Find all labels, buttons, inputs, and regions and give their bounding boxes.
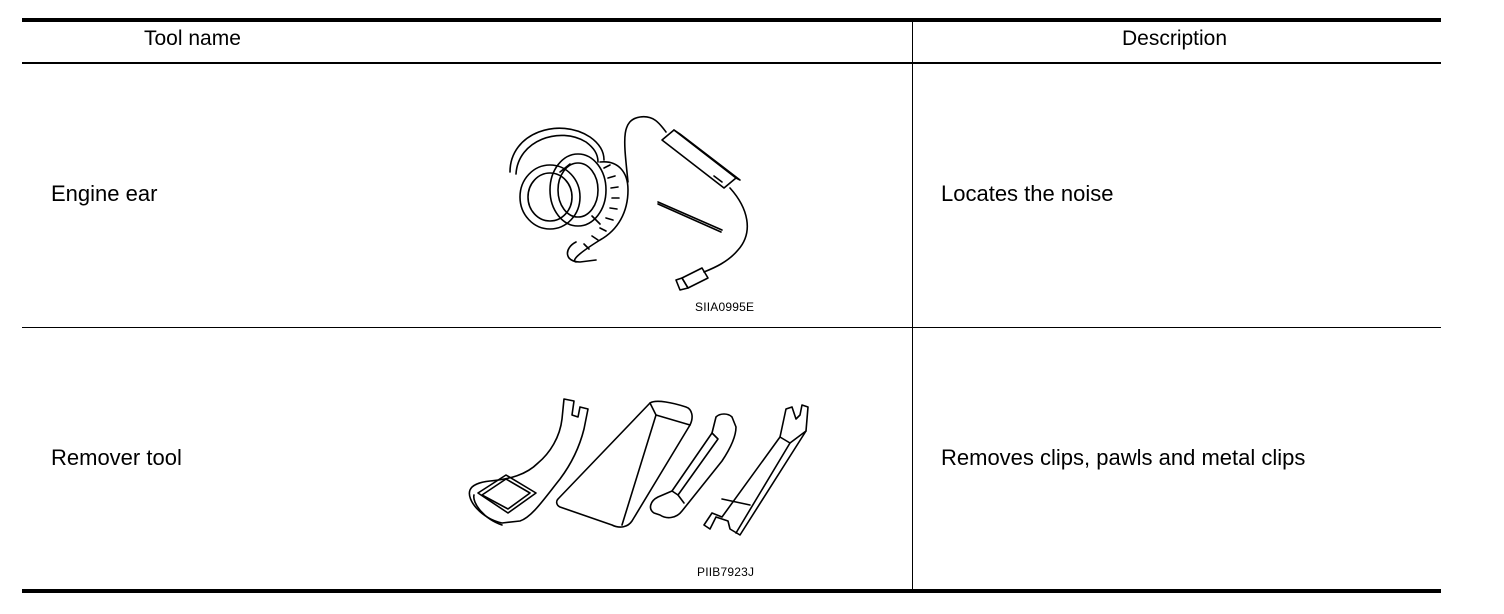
- column-divider: [912, 20, 913, 591]
- row-1-tool-name: Engine ear: [51, 181, 158, 206]
- table-top-border: [22, 18, 1441, 22]
- trim-remover-tools-icon: [468, 398, 809, 536]
- header-divider: [22, 62, 1441, 64]
- row-1-description: Locates the noise: [941, 181, 1114, 206]
- row-2-figure-code: PIIB7923J: [697, 565, 755, 579]
- headphones-stethoscope-icon: [509, 115, 748, 291]
- header-tool-name: Tool name: [144, 27, 241, 50]
- table-bottom-border: [22, 589, 1441, 593]
- row-1-figure-code: SIIA0995E: [695, 300, 755, 314]
- row-2-tool-name: Remover tool: [51, 445, 182, 470]
- row-2-description: Removes clips, pawls and metal clips: [941, 445, 1306, 470]
- row-divider: [22, 327, 1441, 328]
- header-description: Description: [1122, 27, 1228, 50]
